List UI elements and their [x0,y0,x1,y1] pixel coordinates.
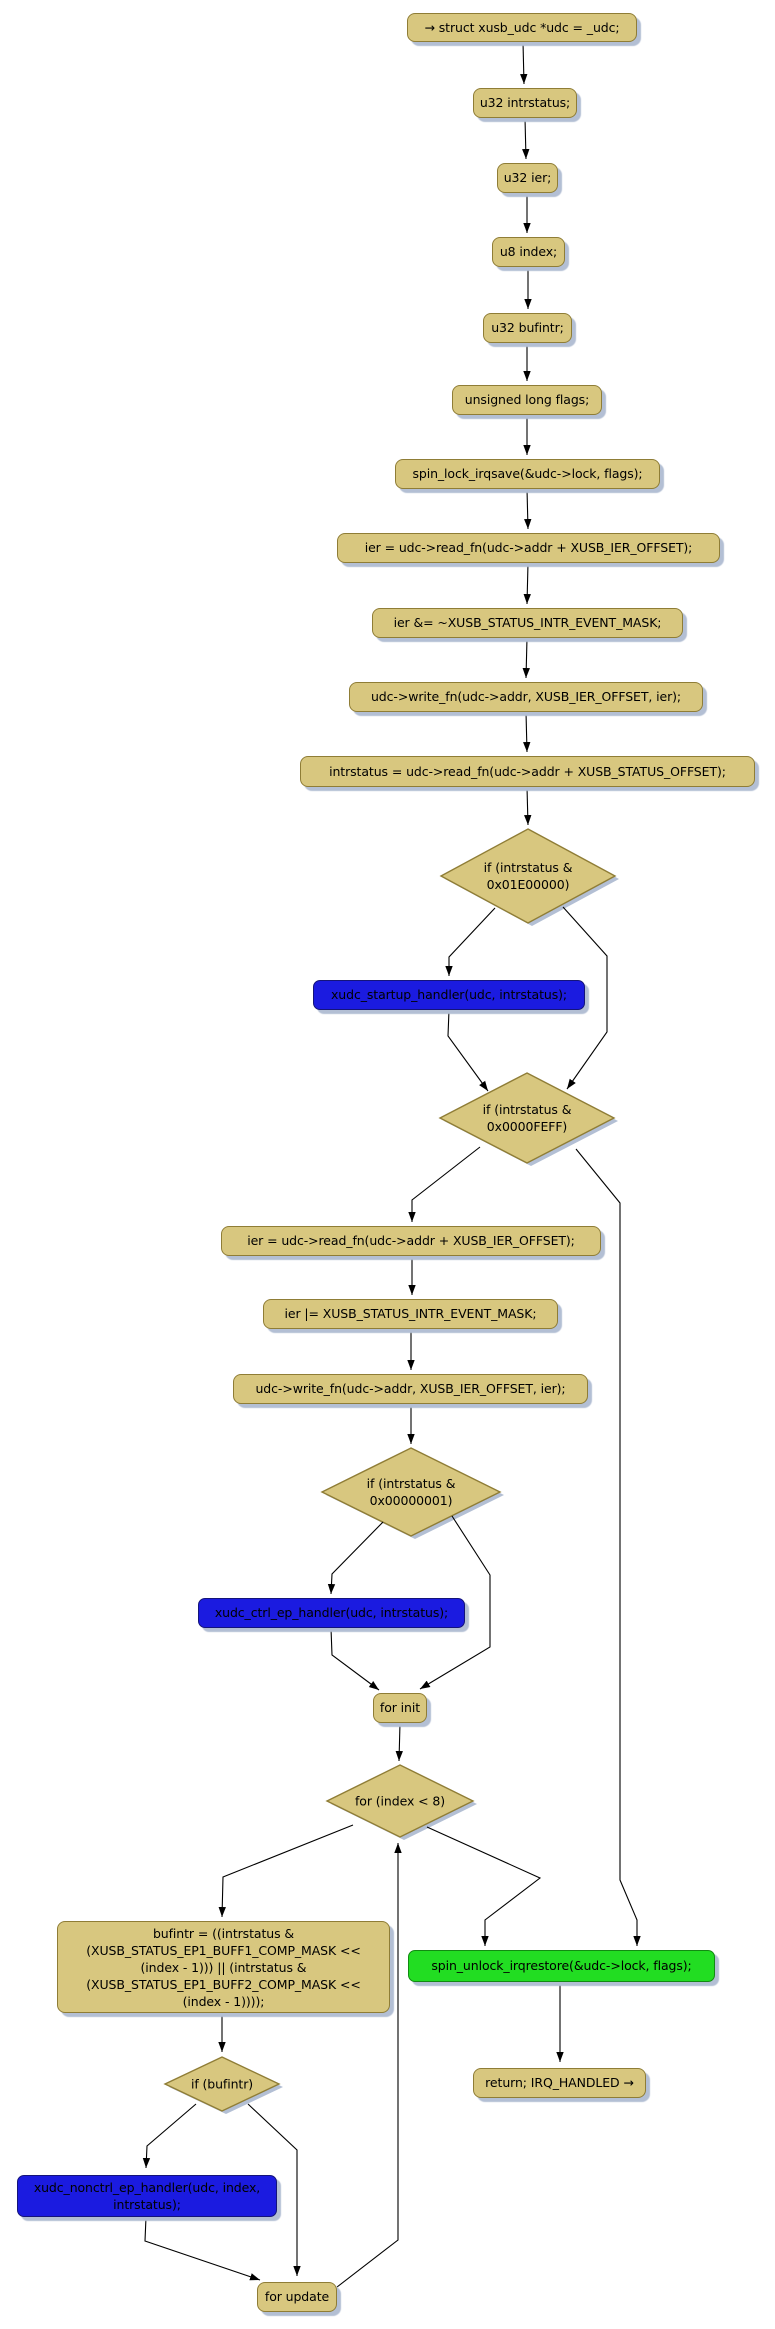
edge-read-status-to-if-startup [524,786,532,826]
edge-nonctrl-ep-handler-to-for-update [144,2216,261,2281]
edge-if-feff-false-to-spin-unlock [575,1148,641,1946]
edge-ctrl-ep-handler-to-for-init [330,1627,380,1691]
edge-spin-lock-to-ier-read-1 [524,488,532,530]
node-decl-intrstatus: u32 intrstatus; [473,88,577,118]
node-return: return; IRQ_HANDLED → [473,2068,646,2098]
edge-start-to-decl-intrstatus [520,41,528,85]
edge-if-feff-true-to-ier-read-2 [408,1146,481,1222]
if-startup-diamond [439,828,617,924]
node-spin-lock: spin_lock_irqsave(&udc->lock, flags); [395,459,660,489]
if-ctrl-diamond [320,1447,502,1537]
node-start: → struct xusb_udc *udc = _udc; [407,13,637,42]
node-spin-unlock: spin_unlock_irqrestore(&udc->lock, flags… [408,1950,715,1982]
node-decl-ier: u32 ier; [497,163,558,193]
edge-startup-handler-to-if-feff [447,1009,489,1092]
node-ier-read-1: ier = udc->read_fn(udc->addr + XUSB_IER_… [337,533,720,563]
edge-if-bufintr-false-to-for-update [247,2103,301,2276]
edges [142,41,641,2288]
edge-decl-intrstatus-to-decl-ier [522,117,530,160]
node-for-update: for update [257,2282,337,2312]
node-ier-read-2: ier = udc->read_fn(udc->addr + XUSB_IER_… [221,1226,601,1256]
node-startup-handler: xudc_startup_handler(udc, intrstatus); [313,980,585,1010]
node-nonctrl-ep-handler: xudc_nonctrl_ep_handler(udc, index, intr… [17,2175,277,2217]
edge-if-bufintr-true-to-nonctrl-ep-handler [142,2103,197,2169]
node-decl-flags: unsigned long flags; [452,385,602,415]
node-ctrl-ep-handler: xudc_ctrl_ep_handler(udc, intrstatus); [198,1598,465,1628]
edge-for-cond-true-to-bufintr-calc [218,1824,354,1918]
edge-if-startup-false-to-if-feff [562,906,608,1090]
node-write-ier-2: udc->write_fn(udc->addr, XUSB_IER_OFFSET… [233,1374,588,1404]
node-write-ier-1: udc->write_fn(udc->addr, XUSB_IER_OFFSET… [349,682,703,712]
node-for-init: for init [373,1693,427,1723]
node-ier-mask-clear: ier &= ~XUSB_STATUS_INTR_EVENT_MASK; [372,608,683,638]
diamond-shapes [163,828,617,2112]
node-read-status: intrstatus = udc->read_fn(udc->addr + XU… [300,756,755,787]
edge-write-ier-1-to-read-status [523,711,531,753]
edge-if-startup-true-to-startup-handler [445,907,496,976]
node-ier-mask-set: ier |= XUSB_STATUS_INTR_EVENT_MASK; [263,1299,558,1329]
node-bufintr-calc: bufintr = ((intrstatus & (XUSB_STATUS_EP… [57,1921,390,2013]
edge-ier-mask-clear-to-write-ier-1 [522,637,530,679]
if-feff-diamond [438,1072,616,1164]
edge-for-cond-false-to-spin-unlock [426,1826,542,1946]
node-decl-index: u8 index; [492,237,565,267]
edge-if-ctrl-false-to-for-init [419,1515,491,1690]
node-decl-bufintr: u32 bufintr; [483,313,572,343]
edge-for-init-to-for-cond [395,1722,403,1762]
edge-ier-read-1-to-ier-mask-clear [523,562,531,605]
if-bufintr-diamond [163,2056,281,2112]
for-cond-diamond [325,1764,475,1838]
edge-for-update-loop-to-for-cond [336,1843,402,2288]
edge-if-ctrl-true-to-ctrl-ep-handler [327,1521,384,1595]
